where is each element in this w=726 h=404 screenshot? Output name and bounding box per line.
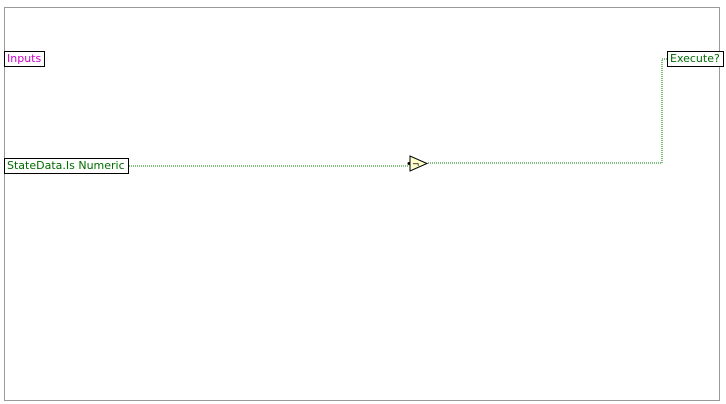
- not-symbol: ¬: [412, 160, 420, 170]
- execute-terminal[interactable]: Execute?: [667, 51, 724, 67]
- inputs-label: Inputs: [4, 51, 46, 67]
- boolean-wire-to-execute[interactable]: [428, 58, 667, 164]
- not-function-node[interactable]: ¬: [407, 155, 429, 172]
- not-bubble-icon: [407, 162, 411, 165]
- statedata-is-numeric-terminal[interactable]: StateData.Is Numeric: [4, 158, 129, 174]
- case-structure-frame: [4, 7, 720, 401]
